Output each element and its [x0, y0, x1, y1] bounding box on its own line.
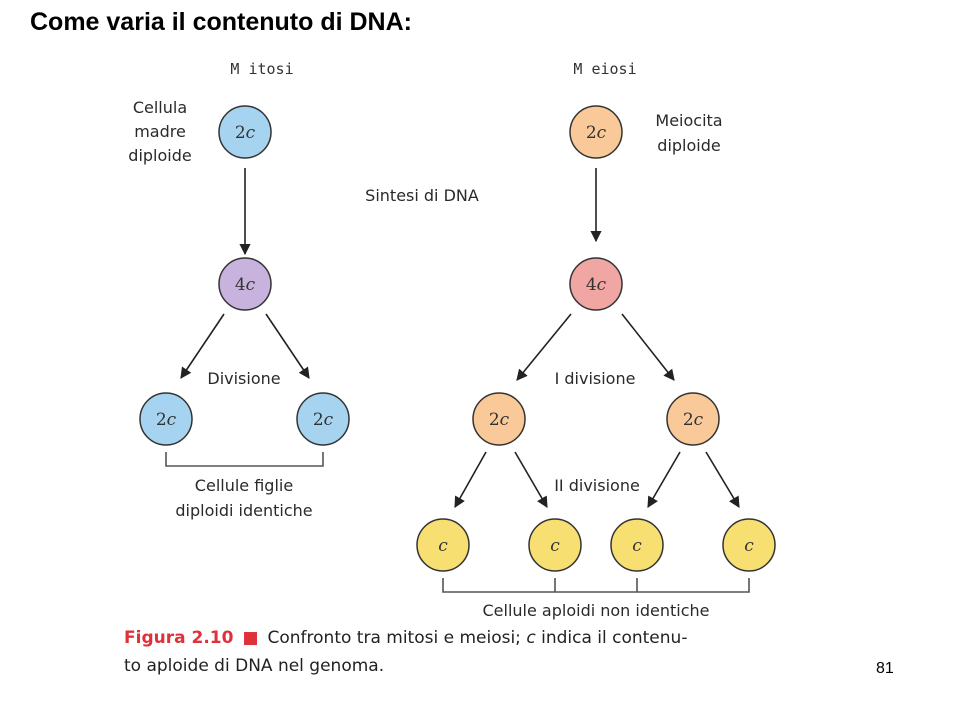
svg-text:c: c	[744, 536, 754, 556]
mitosis-result-bracket	[165, 452, 324, 467]
svg-text:2c: 2c	[586, 123, 607, 143]
meiosis-replicated-cell: 4c	[569, 257, 623, 311]
meiosis-haploid-cell-4: c	[722, 518, 776, 572]
figure-label: Figura 2.10	[124, 628, 234, 648]
mitosis-daughter-cell-right: 2c	[296, 392, 350, 446]
svg-text:2c: 2c	[156, 410, 177, 430]
slide-title: Come varia il contenuto di DNA:	[30, 8, 412, 36]
figure-caption-line-1: Figura 2.10■Confronto tra mitosi e meios…	[124, 628, 687, 648]
svg-text:c: c	[550, 536, 560, 556]
meiosis-result-bracket	[442, 578, 750, 593]
meiosis-division2-arrow-3	[647, 451, 681, 508]
svg-text:c: c	[438, 536, 448, 556]
svg-text:2c: 2c	[489, 410, 510, 430]
mitosis-start-label-line-3: diploide	[128, 146, 191, 165]
meiosis-division1-cell-left: 2c	[472, 392, 526, 446]
page-number: 81	[876, 660, 894, 677]
mitosis-division-label: Divisione	[207, 369, 280, 388]
dna-synthesis-label: Sintesi di DNA	[365, 186, 479, 205]
meiosis-division2-arrow-4	[705, 451, 740, 508]
svg-text:2c: 2c	[683, 410, 704, 430]
meiosis-division2-arrow-1	[454, 451, 487, 508]
meiosis-division1-arrow-right	[621, 313, 675, 381]
meiosis-division2-arrow-2	[514, 451, 548, 508]
mitosis-result-label-line-2: diploidi identiche	[175, 501, 312, 520]
mitosis-division-arrow-right	[265, 313, 310, 379]
mitosis-heading: M itosi	[230, 60, 293, 78]
meiosis-division1-label: I divisione	[555, 369, 636, 388]
meiosis-haploid-cell-3: c	[610, 518, 664, 572]
meiosis-start-cell: 2c	[569, 105, 623, 159]
meiosis-start-label-line-2: diploide	[657, 136, 720, 155]
mitosis-daughter-cell-left: 2c	[139, 392, 193, 446]
mitosis-replicated-cell: 4c	[218, 257, 272, 311]
figure-square: ■	[242, 628, 258, 648]
meiosis-division2-label: II divisione	[554, 476, 640, 495]
meiosis-start-label-line-1: Meiocita	[655, 111, 722, 130]
mitosis-start-label-line-2: madre	[134, 122, 186, 141]
mitosis-division-arrow-left	[180, 313, 225, 379]
meiosis-division1-cell-right: 2c	[666, 392, 720, 446]
svg-text:4c: 4c	[586, 275, 607, 295]
meiosis-result-label: Cellule aploidi non identiche	[483, 601, 710, 620]
svg-text:2c: 2c	[235, 123, 256, 143]
svg-text:c: c	[632, 536, 642, 556]
mitosis-start-cell: 2c	[218, 105, 272, 159]
meiosis-haploid-cell-2: c	[528, 518, 582, 572]
mitosis-start-label-line-1: Cellula	[133, 98, 187, 117]
svg-text:2c: 2c	[313, 410, 334, 430]
svg-text:4c: 4c	[235, 275, 256, 295]
mitosis-result-label-line-1: Cellule figlie	[195, 476, 293, 495]
figure-caption-line-2: to aploide di DNA nel genoma.	[124, 656, 384, 676]
meiosis-division1-arrow-left	[516, 313, 572, 381]
meiosis-haploid-cell-1: c	[416, 518, 470, 572]
meiosis-heading: M eiosi	[573, 60, 636, 78]
